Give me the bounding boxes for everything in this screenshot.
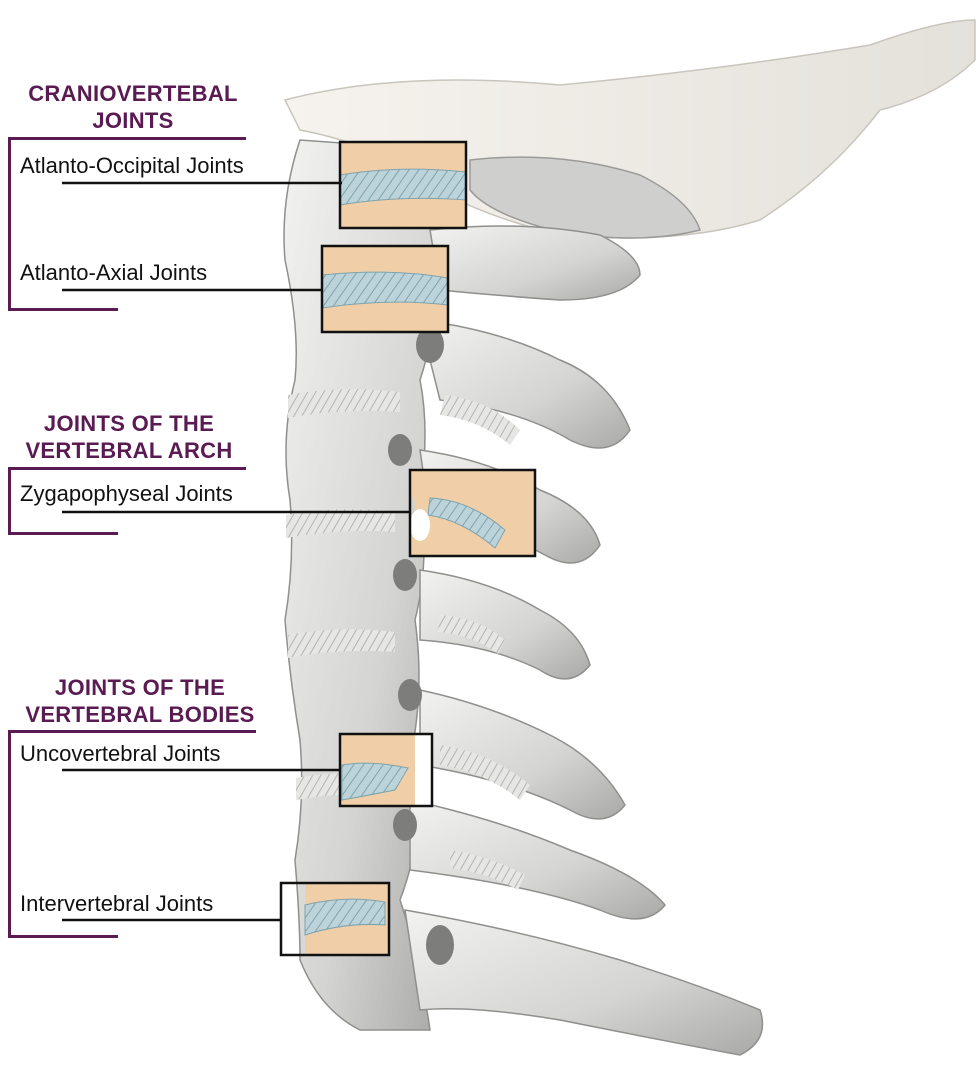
disc <box>288 629 395 658</box>
heading-line: JOINTS OF THE <box>43 411 215 436</box>
foramen <box>393 809 417 841</box>
foramen <box>416 327 444 363</box>
facet-disc <box>440 745 530 800</box>
bracket-extension <box>118 137 246 140</box>
c4-process <box>419 569 591 680</box>
group-heading-craniovertebal: CRANIOVERTEBAL JOINTS <box>18 80 248 134</box>
facet-disc <box>450 850 525 890</box>
label-zygapophyseal: Zygapophyseal Joints <box>20 481 233 506</box>
label-uncovertebral: Uncovertebral Joints <box>20 741 221 766</box>
uncovertebral-joint-box <box>338 732 434 808</box>
foramen <box>388 434 412 466</box>
foramen <box>426 925 454 965</box>
heading-line: VERTEBRAL BODIES <box>25 702 255 727</box>
foramen <box>398 679 422 711</box>
atlanto-occipital-joint-box <box>338 140 468 230</box>
intervertebral-joint-box <box>279 881 391 957</box>
group-heading-vertebral-arch: JOINTS OF THE VERTEBRAL ARCH <box>14 410 244 464</box>
occipital-condyle <box>469 156 701 239</box>
c6-process <box>409 799 666 920</box>
c1-process <box>429 225 641 301</box>
c7-process <box>404 909 764 1056</box>
bracket-extension <box>118 467 246 470</box>
heading-line: JOINTS OF THE <box>54 675 226 700</box>
c2-process <box>419 319 631 449</box>
disc <box>286 509 395 538</box>
label-atlanto-occipital: Atlanto-Occipital Joints <box>20 153 244 178</box>
vertebral-bodies <box>283 139 442 1031</box>
heading-line: JOINTS <box>92 108 174 133</box>
group-bracket <box>8 467 118 535</box>
group-heading-vertebral-bodies: JOINTS OF THE VERTEBRAL BODIES <box>20 674 260 728</box>
label-intervertebral: Intervertebral Joints <box>20 891 214 916</box>
heading-line: CRANIOVERTEBAL <box>28 81 238 106</box>
facet-disc <box>438 615 505 654</box>
facet-disc <box>440 395 520 445</box>
bracket-extension <box>118 730 256 733</box>
disc <box>288 389 400 418</box>
zygapophyseal-joint-box <box>408 468 537 558</box>
heading-line: VERTEBRAL ARCH <box>25 438 233 463</box>
group-bracket <box>8 137 118 311</box>
foramen <box>393 559 417 591</box>
atlanto-axial-joint-box <box>320 244 450 334</box>
label-atlanto-axial: Atlanto-Axial Joints <box>20 260 208 285</box>
group-bracket <box>8 730 118 938</box>
